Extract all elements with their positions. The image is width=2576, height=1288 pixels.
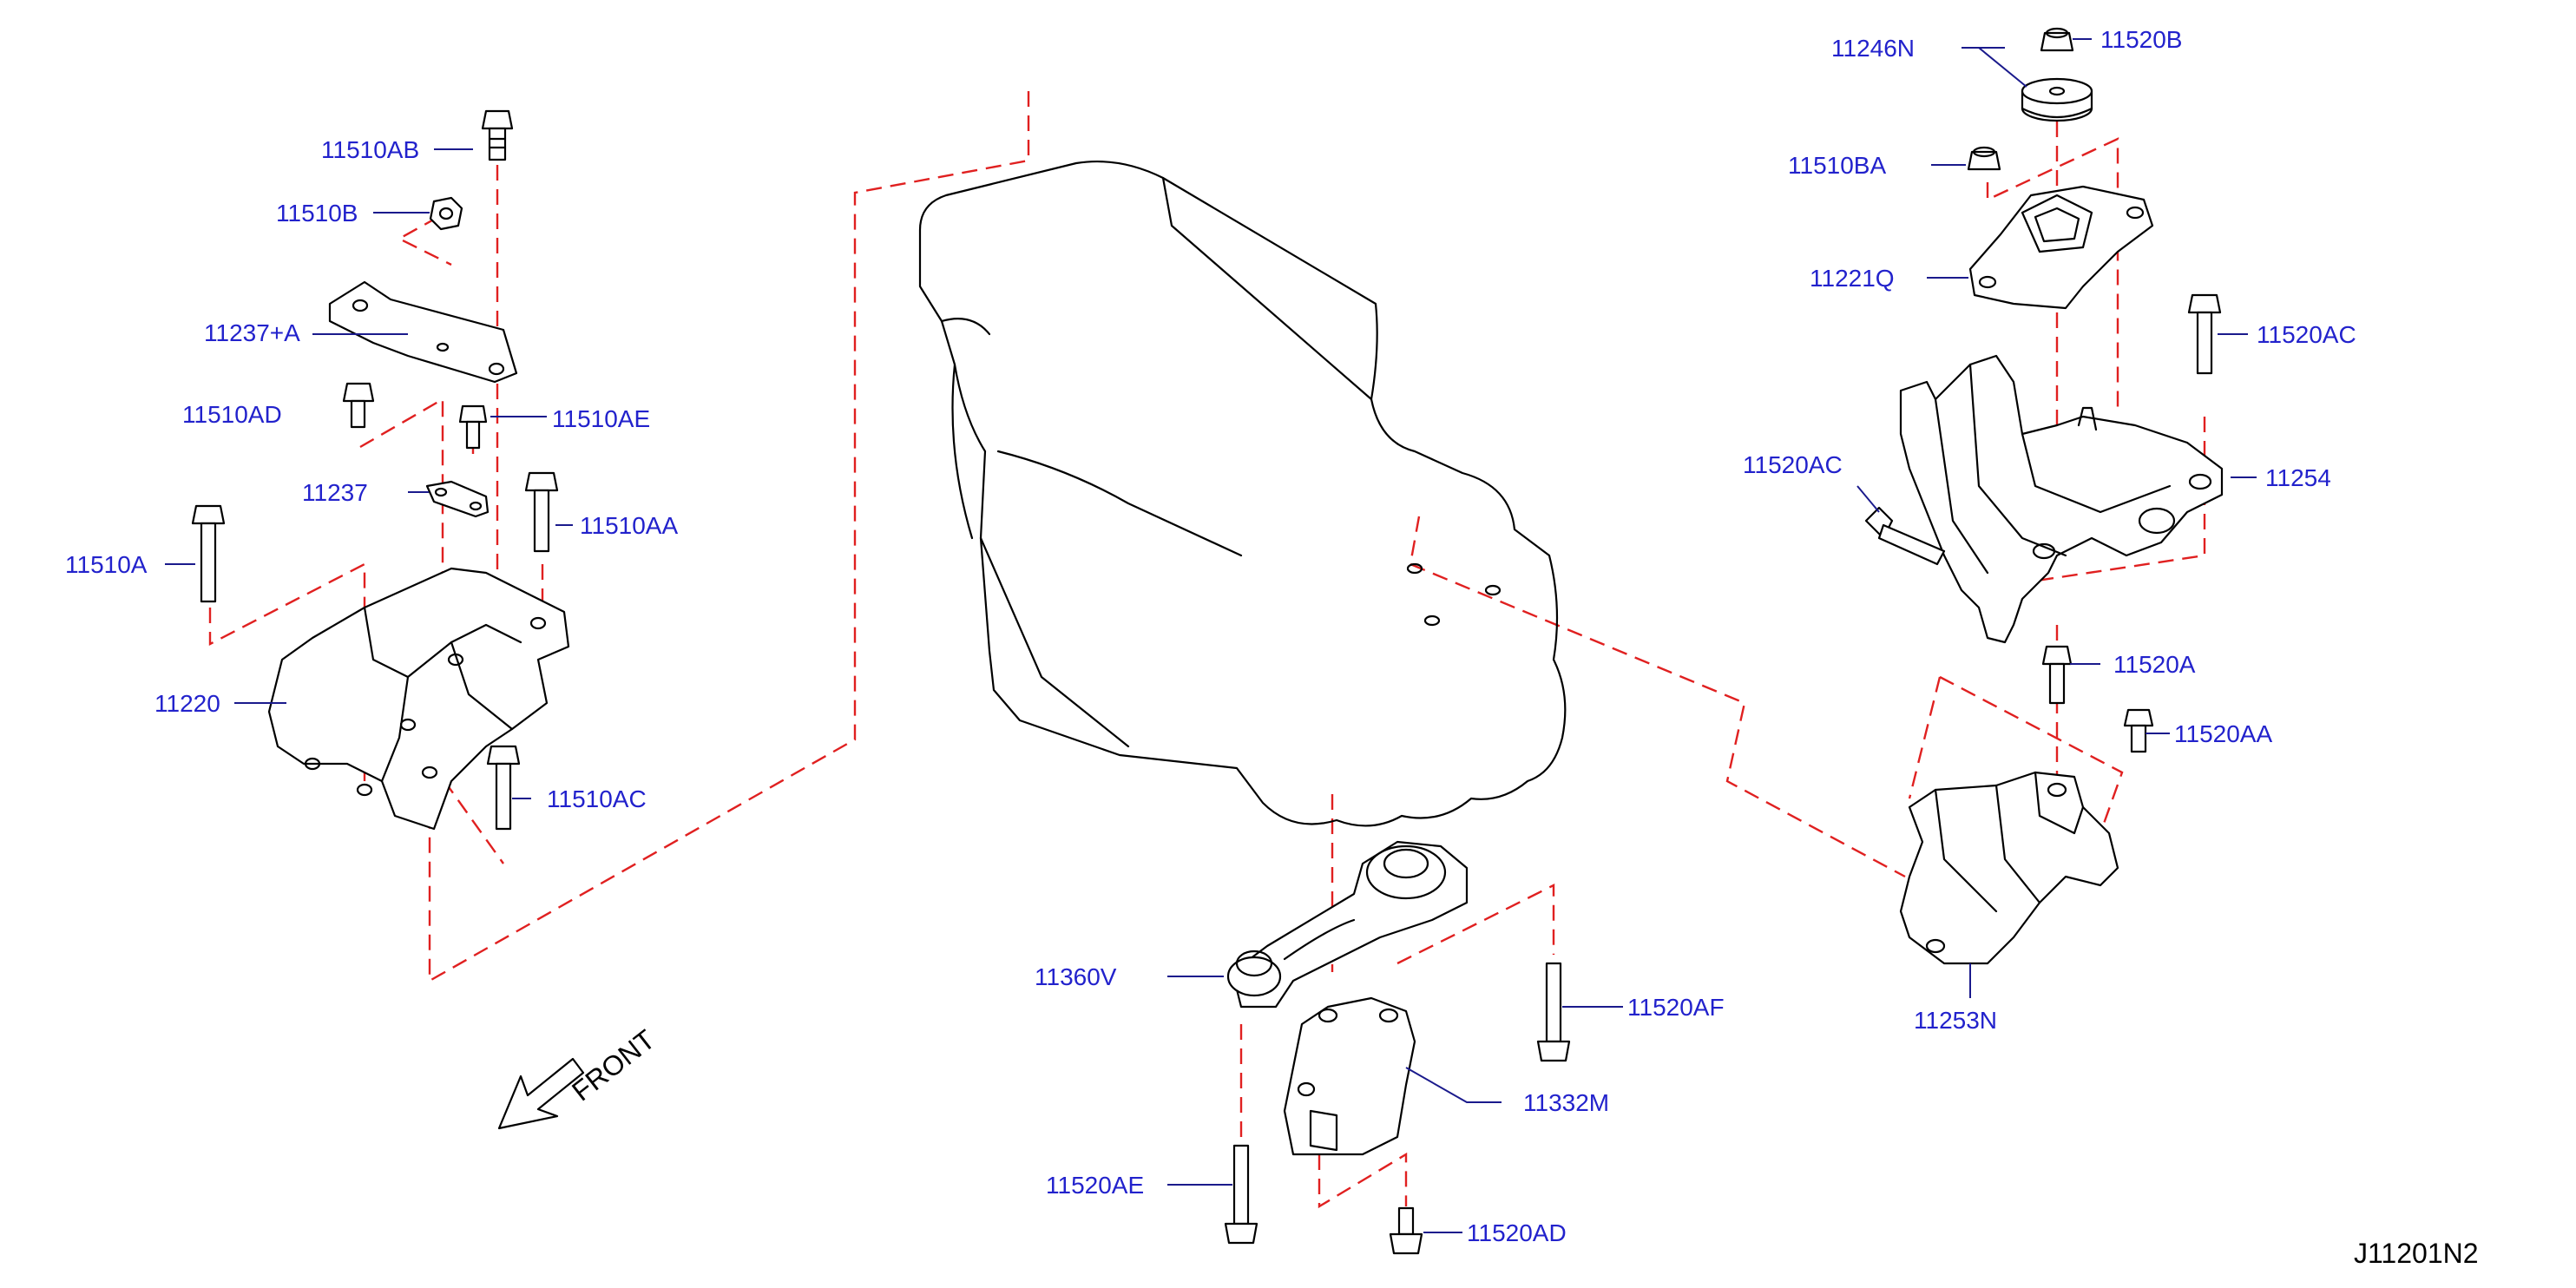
nut-11520b-icon xyxy=(2040,27,2074,52)
right-mount-cluster xyxy=(1864,27,2224,965)
alignment-line-11510ba xyxy=(1986,137,2119,408)
bolt-11510a-icon xyxy=(191,504,226,603)
label-11253n: 11253N xyxy=(1914,1007,1997,1034)
label-11510ae: 11510AE xyxy=(552,405,650,432)
label-11520b: 11520B xyxy=(2100,26,2182,53)
label-11510ac: 11510AC xyxy=(547,785,647,812)
label-11510ba: 11510BA xyxy=(1788,152,1886,179)
torque-rod-11360v-icon xyxy=(1226,840,1469,1009)
alignment-line-11510b xyxy=(397,215,452,266)
label-11520ac-right: 11520AC xyxy=(2257,321,2356,348)
alignment-line-engine-left xyxy=(428,91,1030,983)
bracket-11332m-icon xyxy=(1283,996,1416,1156)
alignment-line-11520ac-right xyxy=(2030,417,2206,583)
label-11237: 11237 xyxy=(302,479,368,506)
bolt-11510ad-icon xyxy=(342,382,375,429)
insulator-11246n-icon xyxy=(2021,77,2093,122)
torque-rod-cluster xyxy=(1224,840,1571,1255)
bolt-11520ac-left-icon xyxy=(1864,506,1946,566)
bolt-11520ad-icon xyxy=(1389,1206,1423,1255)
label-11237a: 11237+A xyxy=(204,319,300,346)
label-11510ad: 11510AD xyxy=(182,401,282,428)
alignment-line-11520af xyxy=(1396,884,1555,965)
front-arrow-icon: FRONT xyxy=(497,1023,660,1130)
plate-11237-icon xyxy=(425,480,490,518)
label-11220: 11220 xyxy=(154,690,220,717)
label-11332m: 11332M xyxy=(1523,1089,1609,1116)
label-11520a: 11520A xyxy=(2113,651,2196,678)
bolt-11520ac-right-icon xyxy=(2187,293,2222,375)
label-11520af: 11520AF xyxy=(1627,994,1725,1021)
label-11510a: 11510A xyxy=(65,551,148,578)
label-11510aa: 11510AA xyxy=(580,512,678,539)
left-mount-cluster xyxy=(191,109,570,831)
bolt-11510ac-icon xyxy=(486,745,521,831)
label-11360v: 11360V xyxy=(1035,963,1117,990)
bracket-11253n-icon xyxy=(1899,771,2119,965)
bolt-11520af-icon xyxy=(1536,962,1571,1062)
alignment-line-11520ad xyxy=(1318,1152,1408,1209)
diagram-id: J11201N2 xyxy=(2354,1238,2479,1269)
bolt-11520a-icon xyxy=(2041,645,2073,705)
label-11510ab: 11510AB xyxy=(321,136,419,163)
bolt-11520ae-icon xyxy=(1224,1144,1258,1245)
label-11221q: 11221Q xyxy=(1810,265,1895,292)
engine-block xyxy=(918,160,1567,827)
bolt-11510aa-icon xyxy=(524,471,559,553)
alignment-line-11510ad xyxy=(359,397,444,686)
bracket-11237a-icon xyxy=(328,280,518,384)
alignment-line-11253n-left xyxy=(1908,676,1942,799)
nut-11510b-icon xyxy=(429,196,463,231)
label-11246n: 11246N xyxy=(1831,35,1915,62)
leader-lines xyxy=(165,38,2257,1233)
bolt-11510ae-icon xyxy=(458,404,488,450)
label-11510b: 11510B xyxy=(276,200,358,227)
label-11520ae: 11520AE xyxy=(1046,1172,1144,1199)
label-11520ac-left: 11520AC xyxy=(1743,451,1843,478)
label-11520aa: 11520AA xyxy=(2174,720,2272,747)
mount-11221q-icon xyxy=(1968,185,2154,310)
label-11520ad: 11520AD xyxy=(1467,1219,1567,1246)
label-11254: 11254 xyxy=(2265,464,2331,491)
alignment-line-11253n xyxy=(1939,675,2124,834)
bracket-11254-icon xyxy=(1899,354,2224,644)
bolt-11520aa-icon xyxy=(2123,708,2154,753)
front-label: FRONT xyxy=(566,1023,660,1107)
mount-11220-icon xyxy=(267,567,570,831)
nut-11510ba-icon xyxy=(1967,146,2001,171)
alignment-line-engine-right xyxy=(1409,516,1906,878)
bolt-11510ab-icon xyxy=(481,109,514,161)
part-labels: 11510AB 11510B 11237+A 11510AD 11510AE 1… xyxy=(65,26,2356,1246)
